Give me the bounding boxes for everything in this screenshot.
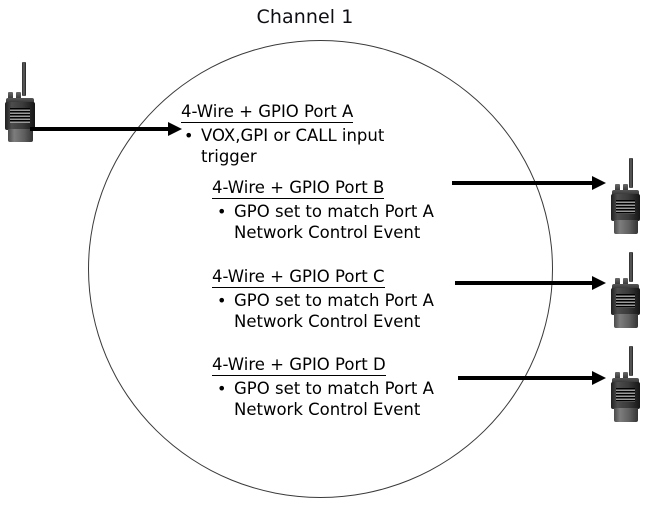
port-c-bullet-list: • GPO set to match Port A Network Contro… [212, 290, 484, 332]
channel-boundary-circle [88, 40, 553, 498]
source-radio-icon [4, 62, 36, 142]
arrow-shaft [452, 181, 593, 185]
port-d-heading: 4-Wire + GPIO Port D [212, 355, 386, 376]
radio-antenna-icon [629, 346, 633, 376]
arrow-shaft [30, 127, 169, 131]
radio-knob-icon [16, 92, 21, 100]
radio-top-cap [6, 98, 34, 104]
list-item: • GPO set to match Port A Network Contro… [212, 290, 484, 332]
radio-top-cap [612, 284, 639, 290]
radio-lower-body [614, 408, 638, 422]
page-title: Channel 1 [256, 6, 354, 28]
arrow-head-icon [592, 371, 606, 385]
radio-speaker-grille-icon [616, 388, 635, 402]
radio-knob-icon [623, 278, 628, 286]
port-block-c: 4-Wire + GPIO Port C • GPO set to match … [212, 266, 484, 332]
inbound-arrow-to-port-a [30, 122, 182, 136]
destination-radio-icon-d [610, 346, 642, 424]
outbound-arrow-from-port-c [455, 276, 606, 290]
port-block-d: 4-Wire + GPIO Port D • GPO set to match … [212, 354, 484, 420]
port-a-bullet-text: VOX,GPI or CALL input trigger [201, 126, 385, 166]
radio-lower-body [614, 314, 638, 328]
list-item: • GPO set to match Port A Network Contro… [212, 378, 484, 420]
port-block-a: 4-Wire + GPIO Port A • VOX,GPI or CALL i… [181, 101, 433, 167]
radio-speaker-grille-icon [616, 294, 635, 308]
list-item: • VOX,GPI or CALL input trigger [181, 125, 433, 167]
port-c-heading: 4-Wire + GPIO Port C [212, 267, 385, 288]
radio-antenna-icon [629, 158, 633, 188]
radio-knob-icon [615, 184, 620, 192]
radio-knob-icon [615, 372, 620, 380]
port-block-b: 4-Wire + GPIO Port B • GPO set to match … [212, 177, 484, 243]
radio-speaker-grille-icon [616, 200, 635, 214]
outbound-arrow-from-port-b [452, 176, 606, 190]
arrow-shaft [455, 281, 593, 285]
port-d-bullet-list: • GPO set to match Port A Network Contro… [212, 378, 484, 420]
radio-knob-icon [615, 278, 620, 286]
bullet-icon: • [217, 379, 227, 398]
port-b-bullet-list: • GPO set to match Port A Network Contro… [212, 201, 484, 243]
bullet-icon: • [217, 202, 227, 221]
radio-top-cap [612, 378, 639, 384]
port-c-bullet-text: GPO set to match Port A Network Control … [234, 291, 434, 331]
radio-lower-body [614, 220, 638, 234]
port-a-bullet-list: • VOX,GPI or CALL input trigger [181, 125, 433, 167]
arrow-head-icon [592, 176, 606, 190]
radio-knob-icon [8, 92, 13, 100]
outbound-arrow-from-port-d [458, 371, 606, 385]
radio-speaker-grille-icon [10, 108, 30, 123]
arrow-shaft [458, 376, 593, 380]
radio-knob-icon [623, 372, 628, 380]
list-item: • GPO set to match Port A Network Contro… [212, 201, 484, 243]
port-d-bullet-text: GPO set to match Port A Network Control … [234, 379, 434, 419]
destination-radio-icon-b [610, 158, 642, 236]
radio-antenna-icon [629, 252, 633, 282]
port-a-heading: 4-Wire + GPIO Port A [181, 102, 354, 123]
port-b-bullet-text: GPO set to match Port A Network Control … [234, 202, 434, 242]
destination-radio-icon-c [610, 252, 642, 330]
port-b-heading: 4-Wire + GPIO Port B [212, 178, 385, 199]
arrow-head-icon [168, 122, 182, 136]
radio-knob-icon [623, 184, 628, 192]
radio-lower-body [8, 129, 33, 142]
radio-antenna-icon [22, 62, 26, 96]
bullet-icon: • [217, 291, 227, 310]
radio-top-cap [612, 190, 639, 196]
bullet-icon: • [184, 126, 194, 145]
arrow-head-icon [592, 276, 606, 290]
